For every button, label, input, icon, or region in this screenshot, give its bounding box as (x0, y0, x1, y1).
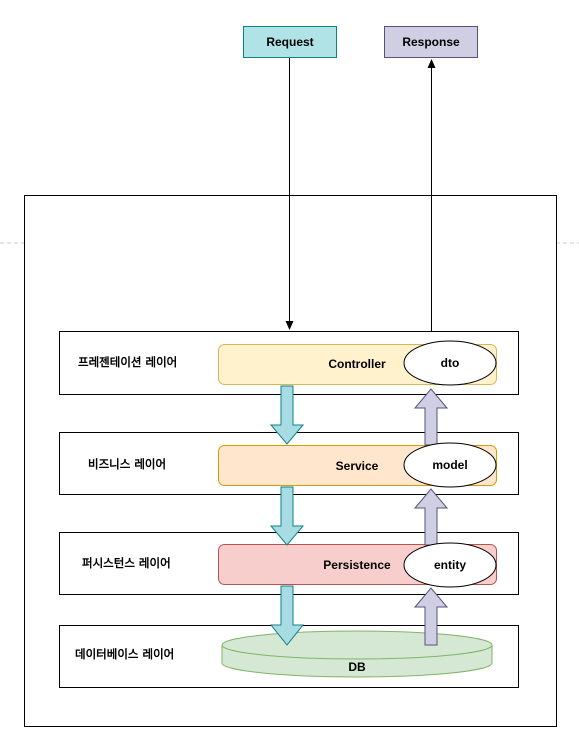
dto-ellipse (403, 340, 497, 386)
persistence-label: Persistence (323, 558, 391, 572)
entity-ellipse (403, 542, 497, 588)
persistence-layer-label: 퍼시스턴스 레이어 (82, 556, 171, 570)
model-label: model (432, 458, 467, 472)
flow-arrow-entity-to-model (413, 488, 449, 546)
response-label: Response (402, 35, 460, 49)
business-layer-label: 비즈니스 레이어 (88, 457, 166, 471)
database-layer-label: 데이터베이스 레이어 (75, 647, 174, 661)
model-model[interactable]: model (403, 442, 497, 488)
entity-label: entity (434, 558, 466, 572)
presentation-layer-label: 프레젠테이션 레이어 (78, 355, 177, 369)
controller-label: Controller (328, 357, 386, 371)
flow-arrow-service-to-persistence (269, 486, 305, 546)
request-node[interactable]: Request (243, 26, 337, 58)
model-ellipse (403, 442, 497, 488)
flow-arrow-db-to-entity (413, 587, 449, 646)
flow-arrow-model-to-dto (413, 388, 449, 446)
dto-label: dto (441, 356, 460, 370)
entity-model[interactable]: entity (403, 542, 497, 588)
dto-model[interactable]: dto (403, 340, 497, 386)
db-label: DB (348, 660, 366, 674)
request-label: Request (266, 35, 313, 49)
flow-arrow-persistence-to-db (269, 585, 305, 646)
response-node[interactable]: Response (384, 26, 478, 58)
service-label: Service (336, 459, 379, 473)
flow-arrow-controller-to-service (269, 385, 305, 445)
